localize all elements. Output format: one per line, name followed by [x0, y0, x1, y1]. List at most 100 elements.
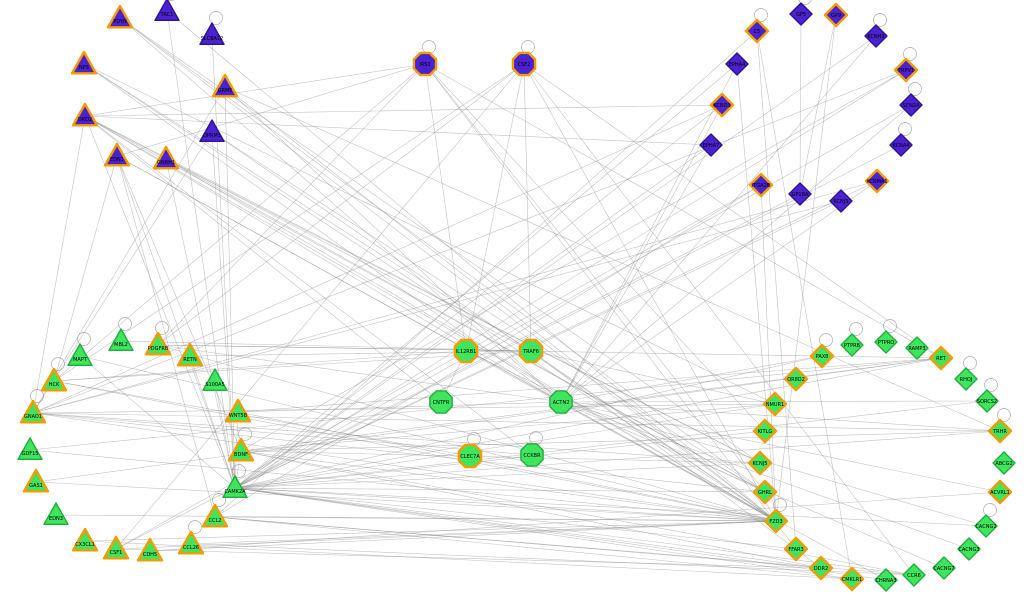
edge-ACTN2-CACNG2 — [560, 401, 987, 527]
edge-CCL2-CMKLR1 — [214, 516, 853, 580]
node-TAC1[interactable]: TAC1 — [154, 0, 180, 22]
diamond-shape — [893, 57, 919, 83]
edge-CAMK2A-CMKLR1 — [234, 487, 853, 580]
node-SCN2A[interactable]: SCN2A — [899, 93, 923, 117]
node-CCL2[interactable]: CCL2 — [201, 503, 229, 528]
node-KCNH2[interactable]: KCNH2 — [864, 24, 888, 48]
node-OR8D2[interactable]: OR8D2 — [783, 366, 809, 392]
self-loop-IRS1 — [422, 40, 436, 54]
edge-DRD2-CCKBR — [84, 115, 533, 456]
self-loop-SORCS2 — [984, 378, 998, 392]
node-CNTFR[interactable]: CNTFR — [429, 390, 453, 414]
node-NMUR1[interactable]: NMUR1 — [762, 391, 788, 417]
node-C5[interactable]: C5 — [744, 18, 770, 44]
node-KCND3[interactable]: KCND3 — [709, 92, 735, 118]
edge-NPS-FZD3 — [83, 63, 777, 522]
diamond-shape — [889, 133, 913, 157]
node-KCNA4[interactable]: KCNA4 — [889, 133, 913, 157]
node-CX3CL1[interactable]: CX3CL1 — [71, 527, 99, 552]
node-EDN3[interactable]: EDN3 — [43, 502, 69, 526]
self-loop-CCKBR — [529, 431, 543, 445]
self-loop-GNAO1 — [30, 389, 44, 403]
edge-WNT5B-ACTN2 — [237, 401, 562, 413]
node-NPS[interactable]: NPS — [70, 50, 98, 75]
node-RAMP3[interactable]: RAMP3 — [905, 336, 929, 360]
node-FFAR3[interactable]: FFAR3 — [783, 536, 809, 562]
node-GRM5[interactable]: GRM5 — [211, 73, 239, 98]
node-ACTN2[interactable]: ACTN2 — [549, 390, 573, 414]
node-ACVRL1[interactable]: ACVRL1 — [987, 479, 1013, 505]
node-GP5[interactable]: GP5 — [789, 2, 813, 26]
node-TRHR[interactable]: TRHR — [987, 418, 1013, 444]
diamond-shape — [864, 24, 888, 48]
node-TRPV1[interactable]: TRPV1 — [893, 57, 919, 83]
node-CCL26[interactable]: CCL26 — [177, 530, 205, 555]
edge-DRD2-CAMK2A — [84, 115, 236, 489]
node-CACNG2[interactable]: CACNG2 — [974, 514, 998, 538]
node-PDYN[interactable]: PDYN — [106, 4, 134, 29]
edge-GRM5-GNAO1 — [32, 86, 226, 414]
node-CACNG7[interactable]: CACNG7 — [932, 556, 956, 580]
node-GDF15[interactable]: GDF15 — [17, 437, 43, 461]
edge-EPHA7-CAMK2A — [234, 144, 712, 489]
node-CCR6[interactable]: CCR6 — [902, 563, 926, 587]
node-IRS1[interactable]: IRS1 — [412, 51, 438, 77]
node-CMKLR1[interactable]: CMKLR1 — [839, 566, 865, 592]
node-CSF2[interactable]: CSF2 — [511, 51, 537, 77]
node-CCKBR[interactable]: CCKBR — [520, 443, 544, 467]
self-loop-KCNH2 — [873, 13, 887, 27]
edge-CAMK2A-KCNJ5 — [234, 462, 761, 489]
self-loop-KCNA4 — [898, 122, 912, 136]
diamond-shape — [874, 568, 898, 592]
octagon-shape — [457, 443, 483, 469]
edge-BDNF-RET — [240, 357, 942, 452]
edge-KCNMA1-ACTN2 — [560, 180, 878, 403]
edge-CSF2-CCR6 — [523, 63, 915, 576]
edge-KCNMA1-GNAO1 — [32, 180, 878, 414]
edge-TRAF6-DDR2 — [530, 350, 822, 569]
diamond-shape — [789, 2, 813, 26]
node-PTPRB[interactable]: PTPRB — [840, 333, 864, 357]
node-CLEC7A[interactable]: CLEC7A — [457, 443, 483, 469]
octagon-shape — [453, 338, 479, 364]
node-KCNMA1[interactable]: KCNMA1 — [864, 168, 890, 194]
edge-CLEC7A-HCK — [53, 380, 471, 457]
triangle-shape — [43, 502, 69, 526]
node-EPHA7[interactable]: EPHA7 — [699, 133, 723, 157]
edge-GRM5-FZD3 — [224, 86, 777, 522]
triangle-shape — [40, 367, 68, 392]
edge-ITGA2B-CCL2 — [214, 184, 762, 518]
edge-GNAO1-TRHR — [32, 412, 1001, 432]
node-GP1BA[interactable]: GP1BA — [788, 182, 812, 206]
node-GNRH1[interactable]: GNRH1 — [152, 145, 180, 170]
node-ABCG2[interactable]: ABCG2 — [992, 451, 1016, 475]
node-ITGA2B[interactable]: ITGA2B — [748, 172, 774, 198]
node-TRAF6[interactable]: TRAF6 — [518, 338, 544, 364]
node-EPHA4[interactable]: EPHA4 — [725, 52, 749, 76]
edge-CSF2-FZD3 — [523, 63, 777, 522]
edge-GNAO1-GHRL — [32, 412, 766, 493]
node-MBL2[interactable]: MBL2 — [108, 328, 134, 352]
node-HCK[interactable]: HCK — [40, 367, 68, 392]
node-RHOJ[interactable]: RHOJ — [954, 367, 978, 391]
node-PTPRO[interactable]: PTPRO — [874, 330, 898, 354]
node-GP9[interactable]: GP9 — [823, 2, 849, 28]
node-SLC6A12[interactable]: SLC6A12 — [199, 22, 225, 46]
triangle-shape — [177, 530, 205, 555]
self-loop-TRHR — [997, 408, 1011, 422]
edge-CAMK2A-GHRL — [234, 487, 766, 493]
node-SORCS2[interactable]: SORCS2 — [975, 389, 999, 413]
node-S100A5[interactable]: S100A5 — [202, 368, 228, 392]
diamond-shape — [748, 172, 774, 198]
node-GNAO1[interactable]: GNAO1 — [19, 399, 47, 424]
edge-EPHA7-ACTN2 — [560, 144, 712, 403]
node-KITLG[interactable]: KITLG — [752, 418, 778, 444]
node-CACNG3[interactable]: CACNG3 — [957, 537, 981, 561]
node-RET[interactable]: RET — [928, 345, 954, 371]
edge-DRD2-IRS1 — [84, 63, 426, 117]
edge-IRS1-GHRL — [424, 63, 766, 493]
diamond-shape — [954, 367, 978, 391]
node-IL12RB1[interactable]: IL12RB1 — [453, 338, 479, 364]
node-EDN1[interactable]: EDN1 — [103, 142, 131, 167]
triangle-shape — [136, 537, 164, 562]
